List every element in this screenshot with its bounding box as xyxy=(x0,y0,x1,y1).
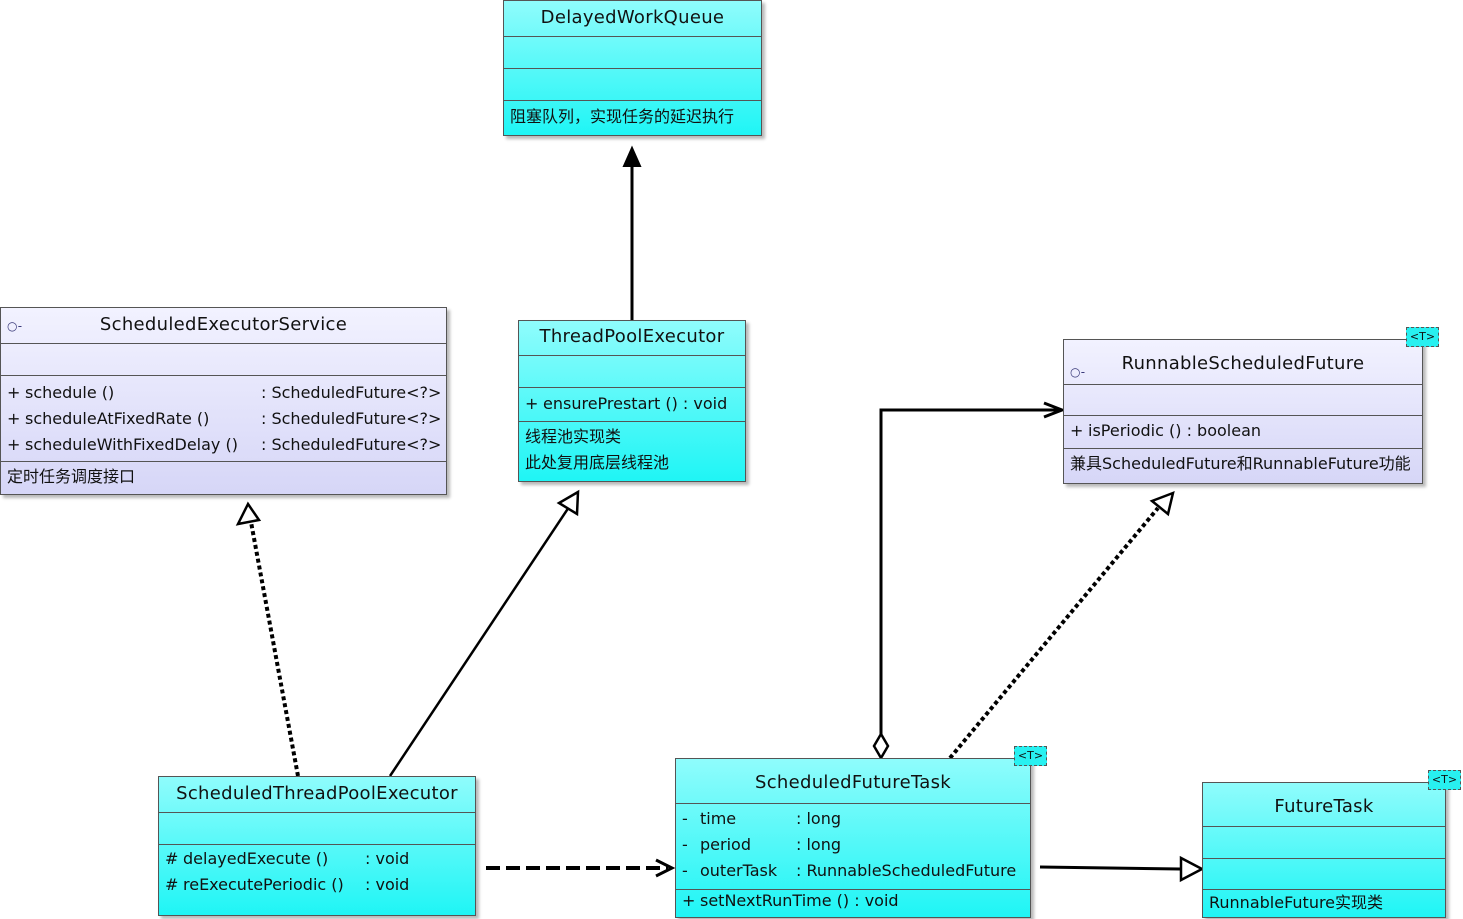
class-note-line: 此处复用底层线程池 xyxy=(525,453,670,472)
method-return-type: : boolean xyxy=(1186,421,1262,440)
attributes-section xyxy=(1203,826,1445,858)
attribute-name: period xyxy=(700,835,751,854)
interface-scheduled-executor-service[interactable]: ○- ScheduledExecutorService +schedule ()… xyxy=(0,307,447,495)
attribute-row: -period : long xyxy=(682,832,1024,858)
method-return-type: : ScheduledFuture<?> xyxy=(261,409,442,428)
method-return-type: : void xyxy=(365,875,410,894)
type-parameter-badge: <T> xyxy=(1014,746,1047,766)
interface-icon: ○- xyxy=(7,319,23,333)
type-parameter-badge: <T> xyxy=(1406,327,1439,347)
method-visibility: + xyxy=(1070,421,1084,440)
class-name: DelayedWorkQueue xyxy=(540,7,725,28)
attribute-name: outerTask xyxy=(700,861,778,880)
class-thread-pool-executor[interactable]: ThreadPoolExecutor +ensurePrestart () : … xyxy=(518,320,746,482)
note-section: 阻塞队列，实现任务的延迟执行 xyxy=(504,100,761,135)
attributes-section xyxy=(1064,384,1422,415)
method-visibility: # xyxy=(165,849,179,868)
operations-section: +isPeriodic () : boolean xyxy=(1064,415,1422,448)
interface-runnable-scheduled-future[interactable]: ○- RunnableScheduledFuture +isPeriodic (… xyxy=(1063,339,1423,484)
edge-sft-extends-futuretask xyxy=(1039,855,1205,883)
type-parameter-badge: <T> xyxy=(1428,770,1461,790)
method-visibility: + xyxy=(7,409,21,428)
attribute-type: : long xyxy=(796,809,842,828)
method-name: ensurePrestart () xyxy=(543,394,678,413)
note-section: RunnableFuture实现类 xyxy=(1203,889,1445,919)
class-name: ScheduledFutureTask xyxy=(754,772,951,793)
class-note: RunnableFuture实现类 xyxy=(1209,893,1384,912)
method-visibility: + xyxy=(682,891,696,910)
attributes-section: -time : long -period : long -outerTask :… xyxy=(676,803,1030,889)
note-section: 兼具ScheduledFuture和RunnableFuture功能 xyxy=(1064,448,1422,483)
method-row: #reExecutePeriodic () : void xyxy=(165,872,469,898)
method-return-type: : ScheduledFuture<?> xyxy=(261,383,442,402)
attributes-section xyxy=(519,355,745,387)
method-return-type: : void xyxy=(854,891,899,910)
interface-icon: ○- xyxy=(1070,365,1086,379)
method-name: isPeriodic () xyxy=(1088,421,1182,440)
class-note: 阻塞队列，实现任务的延迟执行 xyxy=(510,107,735,126)
method-name: scheduleWithFixedDelay () xyxy=(25,435,238,454)
method-name: reExecutePeriodic () xyxy=(183,875,344,894)
class-name: ThreadPoolExecutor xyxy=(539,326,725,347)
note-section: 定时任务调度接口 xyxy=(1,461,446,494)
attributes-section xyxy=(504,36,761,68)
operations-section: #delayedExecute () : void #reExecutePeri… xyxy=(159,844,475,914)
edge-stpe-depends-sft xyxy=(486,858,676,878)
method-visibility: # xyxy=(165,875,179,894)
edge-threadpool-to-delayedworkqueue xyxy=(622,145,642,320)
attributes-section xyxy=(159,812,475,844)
operations-section: +schedule () : ScheduledFuture<?> +sched… xyxy=(1,375,446,461)
method-visibility: + xyxy=(7,435,21,454)
attribute-row: -time : long xyxy=(682,806,1024,832)
class-note: 定时任务调度接口 xyxy=(7,467,136,486)
method-name: scheduleAtFixedRate () xyxy=(25,409,210,428)
edge-sft-aggregates-rsf xyxy=(872,401,1067,761)
edge-sft-realizes-rsf xyxy=(948,490,1175,760)
operations-section xyxy=(504,68,761,100)
class-note: 兼具ScheduledFuture和RunnableFuture功能 xyxy=(1070,454,1411,473)
method-row: +schedule () : ScheduledFuture<?> xyxy=(7,380,442,406)
method-visibility: + xyxy=(7,383,21,402)
interface-name: ○- RunnableScheduledFuture xyxy=(1064,340,1422,384)
class-note-line: 线程池实现类 xyxy=(525,427,622,446)
method-visibility: + xyxy=(525,394,539,413)
method-row: #delayedExecute () : void xyxy=(165,846,469,872)
attribute-name: time xyxy=(700,809,737,828)
method-return-type: : void xyxy=(682,394,728,413)
method-row: +isPeriodic () : boolean xyxy=(1070,418,1416,444)
class-scheduled-thread-pool-executor[interactable]: ScheduledThreadPoolExecutor #delayedExec… xyxy=(158,776,476,916)
class-delayed-work-queue[interactable]: DelayedWorkQueue 阻塞队列，实现任务的延迟执行 xyxy=(503,0,762,136)
method-row: +setNextRunTime () : void xyxy=(682,890,1024,916)
attribute-row: -outerTask : RunnableScheduledFuture xyxy=(682,858,1024,884)
method-name: delayedExecute () xyxy=(183,849,329,868)
note-section: 线程池实现类 此处复用底层线程池 xyxy=(519,421,745,481)
class-scheduled-future-task[interactable]: ScheduledFutureTask -time : long -period… xyxy=(675,758,1031,918)
class-name: FutureTask xyxy=(1274,796,1374,817)
class-name: ScheduledThreadPoolExecutor xyxy=(176,783,458,804)
interface-name: ○- ScheduledExecutorService xyxy=(1,308,446,343)
method-return-type: : void xyxy=(365,849,410,868)
operations-section: +setNextRunTime () : void xyxy=(676,889,1030,919)
interface-name-text: RunnableScheduledFuture xyxy=(1121,353,1365,374)
method-row: +ensurePrestart () : void xyxy=(525,391,739,417)
method-row: +scheduleWithFixedDelay () : ScheduledFu… xyxy=(7,432,442,458)
attributes-section xyxy=(1,343,446,375)
method-return-type: : ScheduledFuture<?> xyxy=(261,435,442,454)
operations-section: +ensurePrestart () : void xyxy=(519,387,745,421)
operations-section xyxy=(1203,858,1445,889)
attribute-type: : RunnableScheduledFuture xyxy=(796,861,1017,880)
interface-name-text: ScheduledExecutorService xyxy=(99,314,348,335)
class-future-task[interactable]: FutureTask RunnableFuture实现类 xyxy=(1202,782,1446,918)
edge-stpe-realizes-ses xyxy=(235,501,300,777)
attribute-visibility: - xyxy=(682,809,688,828)
attribute-visibility: - xyxy=(682,835,688,854)
edge-stpe-extends-tpe xyxy=(388,489,580,777)
method-name: schedule () xyxy=(25,383,115,402)
attribute-type: : long xyxy=(796,835,842,854)
method-name: setNextRunTime () xyxy=(700,891,850,910)
attribute-visibility: - xyxy=(682,861,688,880)
method-row: +scheduleAtFixedRate () : ScheduledFutur… xyxy=(7,406,442,432)
